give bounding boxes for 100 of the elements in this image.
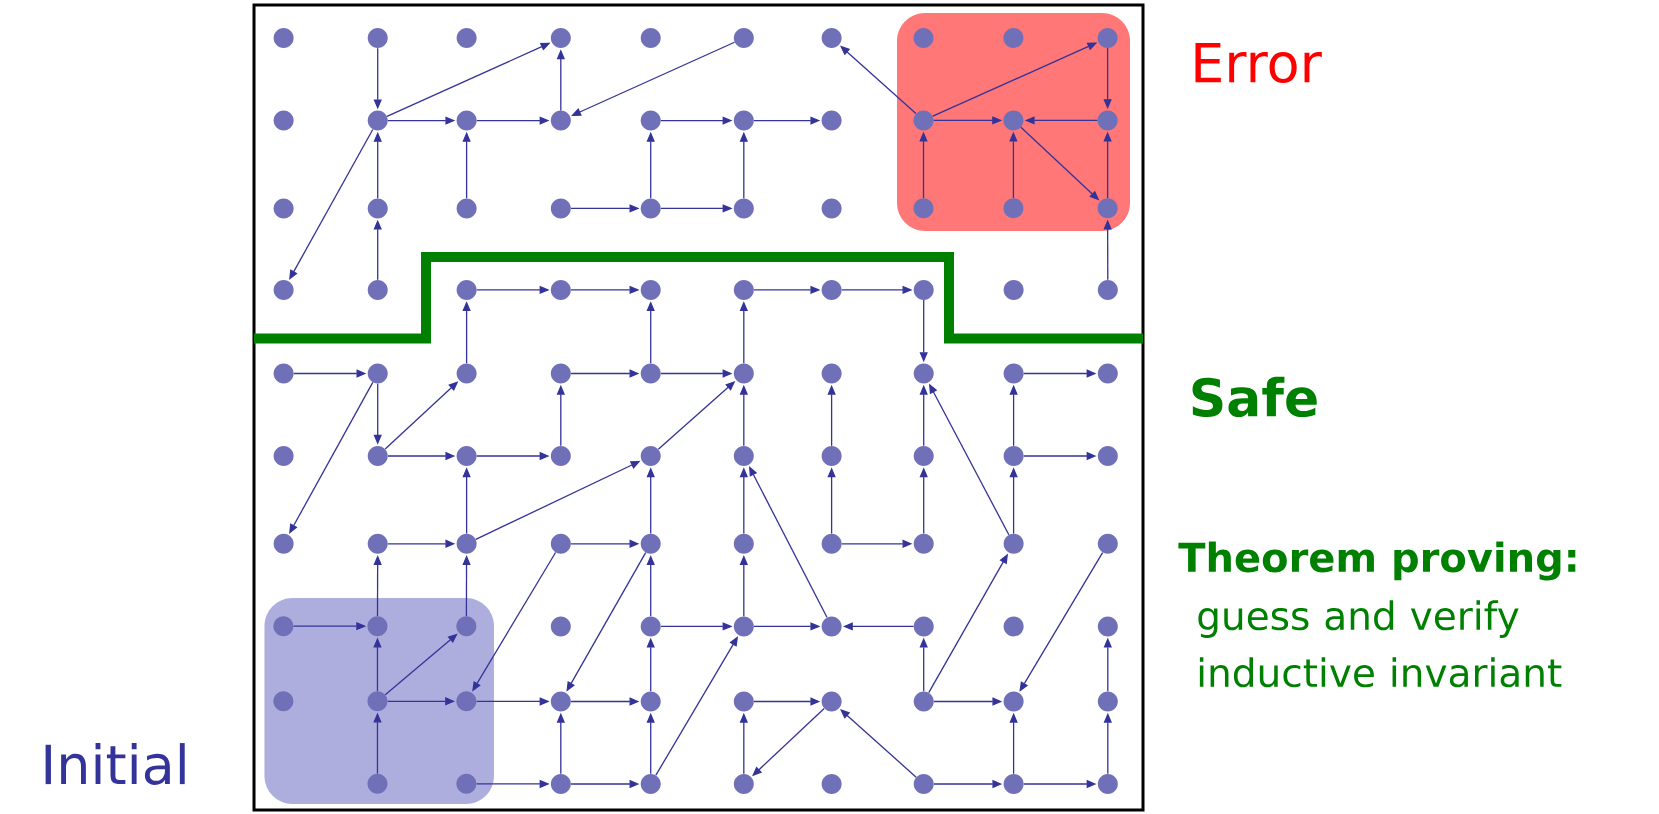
state-dot — [456, 773, 477, 794]
state-dot — [1097, 279, 1118, 300]
state-dot — [550, 533, 571, 554]
state-dot — [913, 279, 934, 300]
state-dot — [367, 363, 388, 384]
state-dot — [550, 691, 571, 712]
state-dot — [1003, 533, 1024, 554]
state-dot — [550, 28, 571, 49]
text-label: Safe — [1192, 376, 1317, 418]
state-dot — [550, 198, 571, 219]
arrow — [571, 41, 736, 116]
state-dot — [821, 279, 842, 300]
state-dot — [640, 774, 661, 794]
state-dot — [821, 110, 842, 131]
state-dot — [273, 533, 294, 554]
state-dot — [733, 198, 754, 219]
state-dot — [1097, 110, 1118, 131]
state-dot — [1003, 110, 1024, 131]
state-dot — [273, 279, 294, 300]
state-dot — [640, 446, 661, 466]
state-dot — [456, 363, 477, 384]
text-label: Theorem proving: — [1178, 541, 1576, 581]
state-dot — [367, 773, 388, 794]
state-dot — [367, 616, 388, 637]
state-dot — [1003, 27, 1024, 48]
state-dot — [913, 363, 934, 384]
state-dot — [273, 691, 294, 712]
state-dot — [550, 774, 571, 794]
state-dot — [821, 363, 842, 384]
state-dot — [367, 446, 388, 466]
state-dot — [733, 446, 754, 466]
state-dot — [1003, 616, 1024, 637]
state-dot — [733, 110, 754, 131]
state-dot — [456, 446, 477, 466]
state-dot — [456, 616, 477, 637]
state-dot — [821, 774, 842, 794]
state-dot — [640, 533, 661, 554]
arrow — [289, 381, 374, 534]
state-dot — [273, 363, 294, 384]
state-dot — [733, 28, 754, 49]
state-dot — [913, 616, 934, 637]
text-label: guess and verify inductive invariant — [1198, 600, 1562, 688]
state-dot — [821, 198, 842, 219]
state-dot — [1003, 279, 1024, 300]
state-dot — [913, 198, 934, 219]
state-dot — [367, 110, 388, 131]
arrow — [840, 709, 917, 778]
state-dot — [1003, 446, 1024, 466]
state-dot — [1097, 446, 1118, 466]
state-dot — [733, 279, 754, 300]
state-dot — [1097, 533, 1118, 554]
state-dot — [733, 691, 754, 712]
state-dot — [367, 28, 388, 49]
state-dot — [456, 279, 477, 300]
state-dot — [550, 279, 571, 300]
state-dot — [367, 279, 388, 300]
state-dot — [640, 279, 661, 300]
state-dot — [1097, 363, 1118, 384]
state-dot — [821, 691, 842, 712]
state-dot — [913, 533, 934, 554]
state-dot — [913, 446, 934, 466]
state-dot — [550, 446, 571, 466]
state-dot — [913, 110, 934, 131]
state-dot — [456, 28, 477, 49]
state-dot — [1003, 198, 1024, 219]
state-dot — [456, 198, 477, 219]
state-dot — [367, 691, 388, 712]
state-dot — [1097, 616, 1118, 637]
state-dot — [273, 446, 294, 466]
state-dot — [640, 110, 661, 131]
state-dot — [273, 28, 294, 49]
state-dot — [1003, 363, 1024, 384]
arrow — [384, 633, 458, 696]
state-dot — [640, 363, 661, 384]
region-label: Initial — [45, 743, 185, 785]
state-dot — [1003, 691, 1024, 712]
state-dot — [273, 110, 294, 131]
state-dot — [367, 533, 388, 554]
state-dot — [550, 110, 571, 131]
state-dot — [550, 363, 571, 384]
state-dot — [1097, 27, 1118, 48]
region-label: Error — [1195, 42, 1322, 84]
state-dot — [273, 616, 294, 637]
state-dot — [640, 28, 661, 49]
state-dot — [821, 616, 842, 637]
state-dot — [733, 533, 754, 554]
state-dot — [1097, 774, 1118, 794]
state-dot — [456, 110, 477, 131]
state-dot — [1097, 691, 1118, 712]
state-dot — [913, 691, 934, 712]
state-dot — [821, 28, 842, 49]
state-dot — [733, 363, 754, 384]
state-dot — [913, 27, 934, 48]
state-dot — [550, 616, 571, 637]
state-dot — [456, 533, 477, 554]
state-dot — [1003, 774, 1024, 794]
state-dot — [640, 691, 661, 712]
state-dot — [273, 198, 294, 219]
state-dot — [733, 774, 754, 794]
state-dot — [733, 616, 754, 637]
